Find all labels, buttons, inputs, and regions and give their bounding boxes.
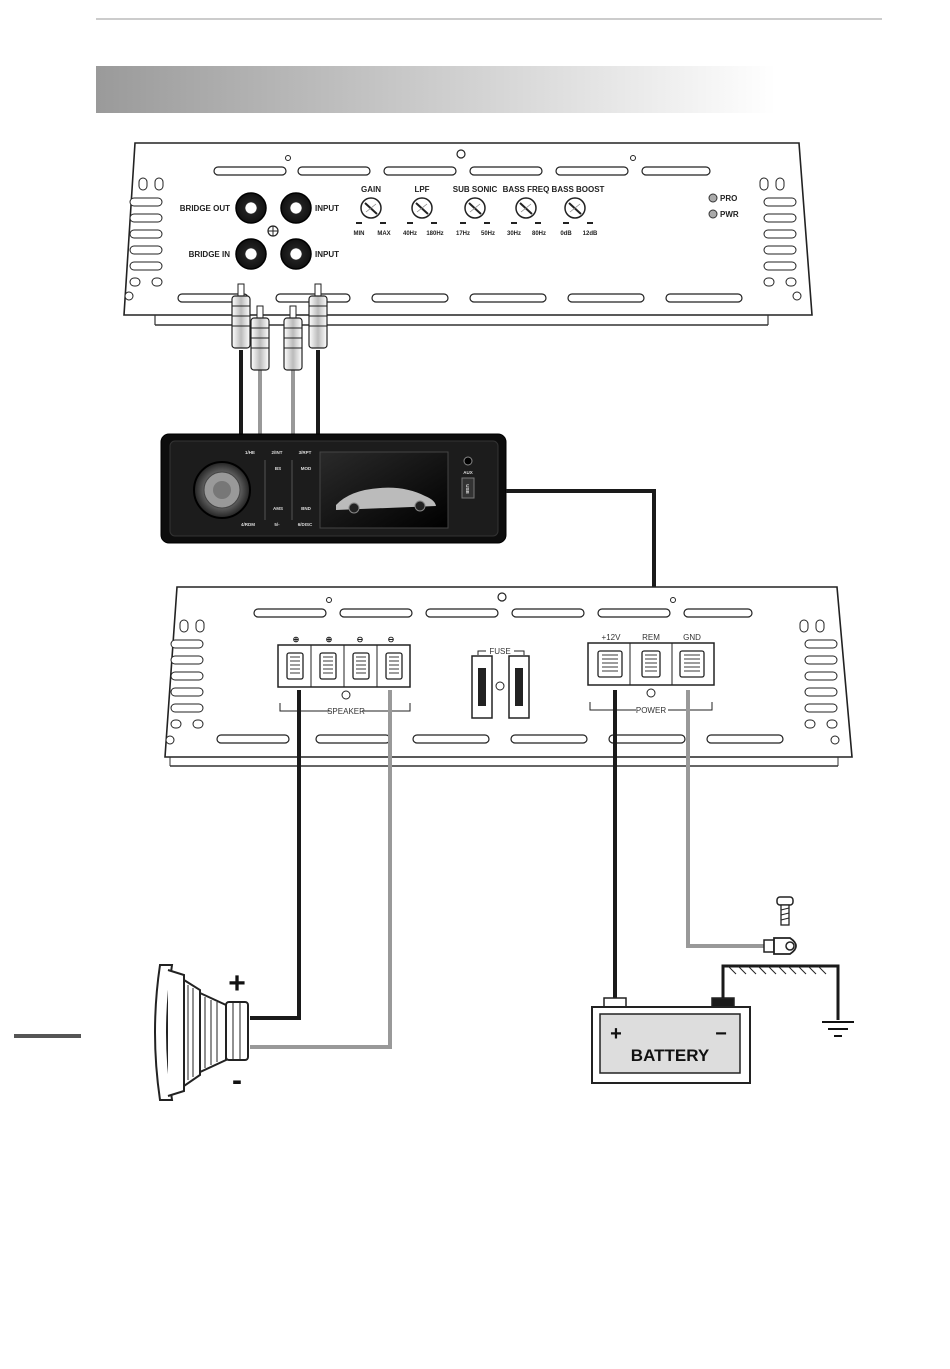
svg-text:6/DISC: 6/DISC — [298, 522, 313, 527]
svg-text:2/INT: 2/INT — [271, 450, 282, 455]
svg-text:POWER: POWER — [636, 706, 666, 715]
battery-minus-label: − — [715, 1023, 727, 1045]
svg-text:50Hz: 50Hz — [481, 231, 495, 237]
svg-text:40Hz: 40Hz — [403, 231, 417, 237]
svg-text:GAIN: GAIN — [361, 185, 381, 194]
screw-icon — [777, 897, 793, 925]
svg-text:PRO: PRO — [720, 194, 737, 203]
svg-text:MAX: MAX — [377, 231, 390, 237]
earth-ground-icon — [822, 1022, 854, 1036]
label-input-bottom: INPUT — [315, 250, 339, 259]
svg-text:5/-: 5/- — [274, 522, 280, 527]
svg-text:MIN: MIN — [354, 231, 365, 237]
svg-text:FUSE: FUSE — [489, 647, 510, 656]
svg-text:AUX: AUX — [463, 470, 473, 475]
svg-text:SPEAKER: SPEAKER — [327, 707, 365, 716]
led-pro — [709, 194, 717, 202]
svg-text:MOD: MOD — [301, 466, 312, 471]
svg-text:17Hz: 17Hz — [456, 231, 470, 237]
svg-text:80Hz: 80Hz — [532, 231, 546, 237]
svg-text:PWR: PWR — [720, 210, 739, 219]
aux-jack — [464, 457, 472, 465]
led-pwr — [709, 210, 717, 218]
rca-jack-input-top — [281, 193, 311, 223]
speaker-minus-label: - — [232, 1064, 242, 1097]
svg-text:LPF: LPF — [414, 185, 429, 194]
ring-terminal-icon — [764, 938, 796, 954]
svg-text:GND: GND — [683, 633, 701, 642]
svg-text:SUB SONIC: SUB SONIC — [453, 185, 498, 194]
rca-jack-input-bottom — [281, 239, 311, 269]
svg-text:AMS: AMS — [273, 506, 283, 511]
speaker-plus-label: + — [228, 967, 246, 1000]
svg-text:30Hz: 30Hz — [507, 231, 521, 237]
battery-plus-label: + — [610, 1023, 622, 1045]
svg-text:⊖: ⊖ — [357, 635, 364, 644]
svg-text:4/RDM: 4/RDM — [241, 522, 255, 527]
svg-text:BS: BS — [275, 466, 281, 471]
svg-text:⊕: ⊕ — [293, 635, 300, 644]
head-unit: 1/HE 2/INT 3/RPT 4/RDM 5/- 6/DISC BS AMS… — [161, 434, 506, 543]
svg-text:0dB: 0dB — [560, 231, 572, 237]
svg-text:180Hz: 180Hz — [426, 231, 443, 237]
label-bridge-out: BRIDGE OUT — [180, 204, 230, 213]
battery-label: BATTERY — [631, 1046, 710, 1065]
svg-text:BASS FREQ: BASS FREQ — [503, 185, 550, 194]
svg-text:BND: BND — [301, 506, 311, 511]
rca-jack-bridge-out — [236, 193, 266, 223]
svg-text:REM: REM — [642, 633, 660, 642]
svg-text:3/RPT: 3/RPT — [299, 450, 312, 455]
svg-text:⊕: ⊕ — [326, 635, 333, 644]
label-bridge-in: BRIDGE IN — [189, 250, 231, 259]
svg-text:BASS BOOST: BASS BOOST — [552, 185, 605, 194]
svg-text:+12V: +12V — [602, 633, 622, 642]
bottom-amplifier: ⊕ ⊕ ⊖ ⊖ SPEAKER FUSE — [165, 587, 852, 766]
battery: + − BATTERY — [592, 998, 750, 1083]
svg-text:⊖: ⊖ — [388, 635, 395, 644]
svg-text:USB: USB — [465, 484, 470, 494]
rca-jack-bridge-in — [236, 239, 266, 269]
page-side-marker — [14, 1034, 81, 1038]
label-input-top: INPUT — [315, 204, 339, 213]
top-amplifier: BRIDGE OUT BRIDGE IN INPUT INPUT GAIN MI… — [124, 143, 812, 325]
section-title-band — [96, 66, 776, 113]
svg-text:12dB: 12dB — [583, 231, 598, 237]
svg-text:1/HE: 1/HE — [245, 450, 255, 455]
